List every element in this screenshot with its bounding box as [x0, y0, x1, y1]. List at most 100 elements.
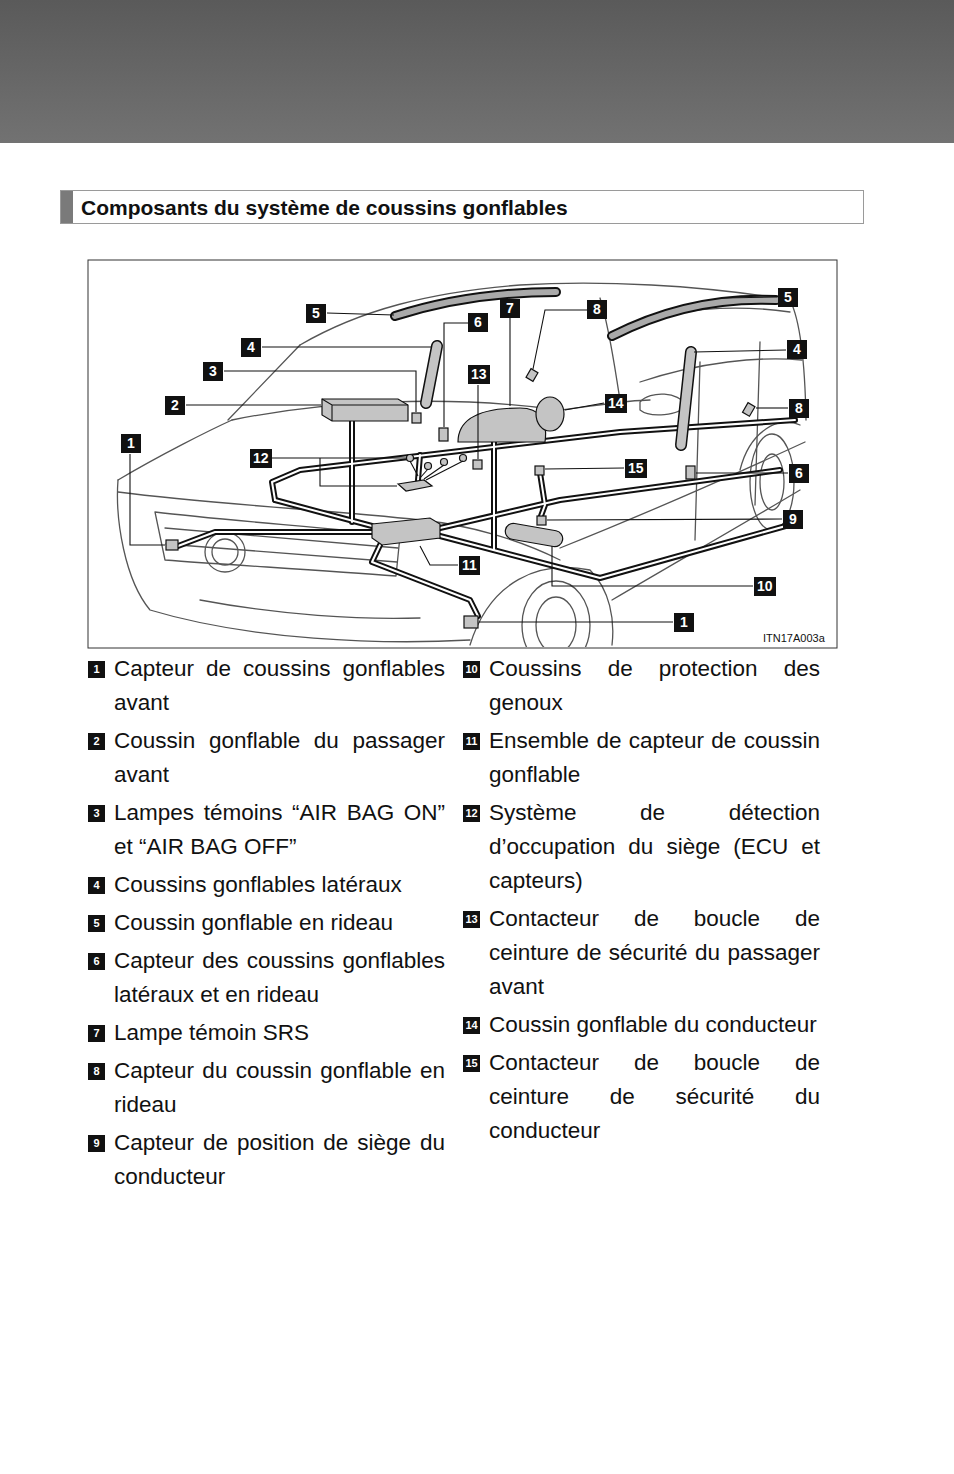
callout-text: 10 [757, 578, 773, 594]
callout-text: 8 [593, 301, 601, 317]
leader-line [722, 297, 777, 298]
car-body [300, 283, 790, 345]
callout-number: 6 [468, 313, 488, 332]
legend-item: 13Contacteur de boucle de ceinture de sé… [463, 902, 820, 1004]
item-number: 3 [88, 805, 105, 822]
legend-item: 14Coussin gonflable du conducteur [463, 1008, 820, 1042]
wiring-harness [178, 532, 372, 546]
item-number: 15 [463, 1055, 480, 1072]
car-body [612, 490, 800, 600]
wiring-harness [540, 473, 545, 516]
item-description: Capteur du coussin gonflable en rideau [114, 1054, 445, 1122]
callout-text: 8 [795, 400, 803, 416]
wiring-harness [178, 532, 372, 546]
item-description: Lampes témoins “AIR BAG ON” et “AIR BAG … [114, 796, 445, 864]
wiring-harness [275, 500, 372, 526]
legend-item: 1Capteur de coussins gonflables avant [88, 652, 445, 720]
item-number: 14 [463, 1017, 480, 1034]
callout-text: 11 [462, 557, 477, 573]
item-number: 10 [463, 661, 480, 678]
airbag-components [460, 455, 467, 462]
leader-line [262, 346, 432, 347]
item-number: 12 [463, 805, 480, 822]
item-number: 4 [88, 877, 105, 894]
leader-line [420, 546, 458, 565]
callout-text: 6 [474, 314, 482, 330]
leader-line [545, 468, 624, 469]
airbag-components [412, 413, 421, 423]
legend-item: 10Coussins de protection des genoux [463, 652, 820, 720]
leader-line [444, 323, 468, 427]
leader-line [509, 318, 510, 406]
item-number: 8 [88, 1063, 105, 1080]
item-number: 7 [88, 1025, 105, 1042]
airbag-components [426, 346, 437, 403]
airbag-components [681, 352, 691, 445]
legend-item: 3 Lampes témoins “AIR BAG ON” et “AIR BAG… [88, 796, 445, 864]
airbag-components [612, 300, 776, 336]
callout-number: 5 [778, 288, 798, 307]
item-description: Lampe témoin SRS [114, 1016, 445, 1050]
item-number: 1 [88, 661, 105, 678]
wiring-harness [351, 421, 353, 522]
callout-number: 5 [306, 304, 326, 323]
car-body [200, 600, 420, 618]
car-body [212, 539, 238, 565]
item-description: Système de détection d’occupation du siè… [489, 796, 820, 898]
airbag-components [439, 428, 448, 441]
car-body [740, 422, 800, 470]
legend-item: 11Ensemble de capteur de coussin gonflab… [463, 724, 820, 792]
item-description: Capteur des coussins gonflables latéraux… [114, 944, 445, 1012]
leader-line [756, 407, 788, 408]
item-number: 5 [88, 915, 105, 932]
legend-item: 5Coussin gonflable en rideau [88, 906, 445, 940]
callout-number: 10 [754, 577, 776, 596]
legend-item: 9Capteur de position de siège du conduct… [88, 1126, 445, 1194]
item-description: Ensemble de capteur de coussin gonflable [489, 724, 820, 792]
wiring-harness [178, 420, 800, 616]
callout-text: 3 [209, 363, 217, 379]
airbag-components [372, 518, 440, 545]
callout-text: 4 [247, 339, 255, 355]
callout-number: 15 [625, 459, 647, 478]
callout-number: 1 [674, 613, 694, 632]
callout-number: 7 [500, 299, 520, 318]
car-body [117, 283, 806, 647]
legend-item: 12 Système de détection d’occupation du s… [463, 796, 820, 898]
leader-line [547, 519, 782, 520]
airbag-components [166, 540, 178, 550]
airbag-components [504, 522, 564, 548]
callout-text: 13 [471, 366, 487, 382]
callout-number: 4 [787, 340, 807, 359]
airbag-components [166, 292, 776, 628]
legend-item: 4Coussins gonflables latéraux [88, 868, 445, 902]
wiring-harness [349, 421, 355, 522]
car-body [165, 528, 398, 562]
leader-line [694, 350, 786, 352]
airbag-components [526, 369, 538, 382]
legend-item: 2Coussin gonflable du passager avant [88, 724, 445, 792]
leader-line [224, 371, 416, 412]
callout-number: 4 [241, 338, 261, 357]
callout-number: 8 [587, 300, 607, 319]
wiring-harness [418, 455, 420, 480]
airbag-components [473, 460, 482, 469]
callout-number: 3 [203, 362, 223, 381]
leader-line [186, 404, 321, 405]
leader-line [477, 385, 478, 459]
item-number: 2 [88, 733, 105, 750]
leader-line [565, 403, 604, 410]
airbag-components [681, 352, 691, 445]
airbag-components [464, 616, 478, 628]
section-title: Composants du système de coussins gonfla… [81, 195, 568, 221]
callout-number: 14 [605, 394, 627, 413]
airbag-components [441, 459, 448, 466]
callout-text: 7 [506, 300, 514, 316]
wiring-harness [275, 500, 372, 526]
item-number: 9 [88, 1135, 105, 1152]
airbag-components [537, 516, 546, 525]
item-description: Contacteur de boucle de ceinture de sécu… [489, 1046, 820, 1148]
figure-code: ITN17A003a [762, 632, 826, 645]
airbag-components [743, 403, 755, 417]
